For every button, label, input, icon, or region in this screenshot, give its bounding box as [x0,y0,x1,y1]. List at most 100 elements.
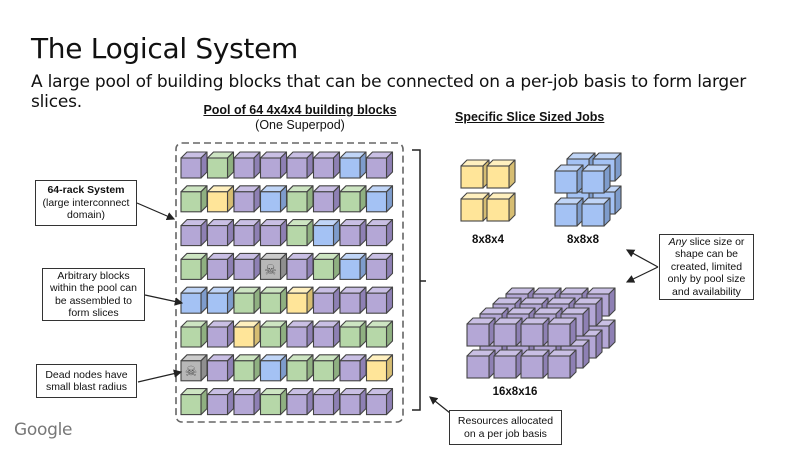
slice-block [581,197,611,227]
pool-block [180,219,208,247]
pool-block [312,354,341,382]
pool-block [206,185,235,213]
pool-block [339,151,367,179]
pool-block [233,388,261,416]
pool-block [259,151,288,179]
slice-block [520,317,550,347]
slice-block [466,349,496,379]
slice-16x8x16-cubes [466,287,616,379]
pool-block [339,185,367,213]
arrow-any-slice-down [625,266,659,283]
pool-block [233,219,261,247]
pool-block [233,286,261,314]
dead-node-block: ☠ [259,252,288,280]
pool-block [339,219,367,247]
arrow-resources [429,396,451,414]
pool-block [286,252,314,280]
slide-title: The Logical System [31,32,299,65]
pool-block [365,252,394,280]
note-dead-nodes-text: Dead nodes have small blast radius [45,368,128,394]
pool-block [233,354,261,382]
pool-block [286,354,314,382]
slice-label-8x8x8: 8x8x8 [567,234,599,246]
pool-block [312,151,341,179]
note-any-slice-text: Any slice size or shape can be created, … [664,236,749,299]
note-any-slice-rest: slice size or shape can be created, limi… [667,235,746,298]
pool-container [175,142,404,423]
note-rack-system: 64-rack System (large interconnect domai… [35,180,137,226]
pool-block [339,252,367,280]
pool-block [312,252,341,280]
pool-block [365,185,394,213]
note-any-slice: Any slice size or shape can be created, … [659,234,754,300]
pool-block [286,151,314,179]
pool-block [365,388,394,416]
skull-crossbones-icon: ☠ [185,363,198,379]
pool-block [286,388,314,416]
note-arbitrary-blocks: Arbitrary blocks within the pool can be … [42,268,145,321]
slice-block [554,197,584,227]
pool-block [259,354,288,382]
note-any-slice-italic: Any [668,235,687,248]
pool-block [365,354,394,382]
pool-block [206,252,235,280]
arrow-rack-system [136,202,176,220]
pool-block [206,151,235,179]
pool-block [206,354,235,382]
note-resources: Resources allocated on a per job basis [449,410,562,445]
pool-block [339,388,367,416]
pool-block [259,286,288,314]
pool-block [286,219,314,247]
slice-label-8x8x4: 8x8x4 [472,234,504,246]
pool-block [180,388,208,416]
pool-block [259,185,288,213]
pool-block [259,388,288,416]
pool-block [286,286,314,314]
pool-block [339,286,367,314]
pool-block [312,388,341,416]
note-arbitrary-blocks-text: Arbitrary blocks within the pool can be … [50,269,137,320]
pool-block [206,286,235,314]
pool-block [286,185,314,213]
slice-block [486,159,516,189]
google-logo: Google [14,420,73,440]
pool-block [312,286,341,314]
pool-block [339,320,367,348]
slide-subtitle: A large pool of building blocks that can… [31,72,747,112]
pool-block [312,320,341,348]
allocation-bracket [412,149,426,411]
pool-block [180,252,208,280]
pool-block [180,151,208,179]
pool-block [365,320,394,348]
pool-block [233,185,261,213]
pool-block [180,185,208,213]
slice-block [493,317,523,347]
arrow-any-slice-up [625,249,659,268]
pool-block [312,219,341,247]
pool-block [206,388,235,416]
pool-block [180,320,208,348]
slice-block [486,192,516,222]
pool-subheading: (One Superpod) [255,118,345,132]
arrow-dead-nodes [137,369,183,383]
slice-8x8x4-cubes [460,159,516,222]
note-rack-system-text: (large interconnect domain) [42,196,130,222]
pool-block [339,354,367,382]
pool-block [365,151,394,179]
pool-block [286,320,314,348]
pool-block [180,286,208,314]
pool-grid: ☠☠ [180,151,394,416]
slice-block [547,317,577,347]
slice-block [547,349,577,379]
pool-heading: Pool of 64 4x4x4 building blocks [203,103,397,117]
slice-8x8x8-cubes [554,152,622,227]
pool-block [233,151,261,179]
pool-block [206,320,235,348]
slice-block [493,349,523,379]
pool-block [259,320,288,348]
skull-crossbones-icon: ☠ [264,261,277,277]
pool-block [312,185,341,213]
pool-block [365,219,394,247]
slice-block [460,192,490,222]
slice-block [466,317,496,347]
